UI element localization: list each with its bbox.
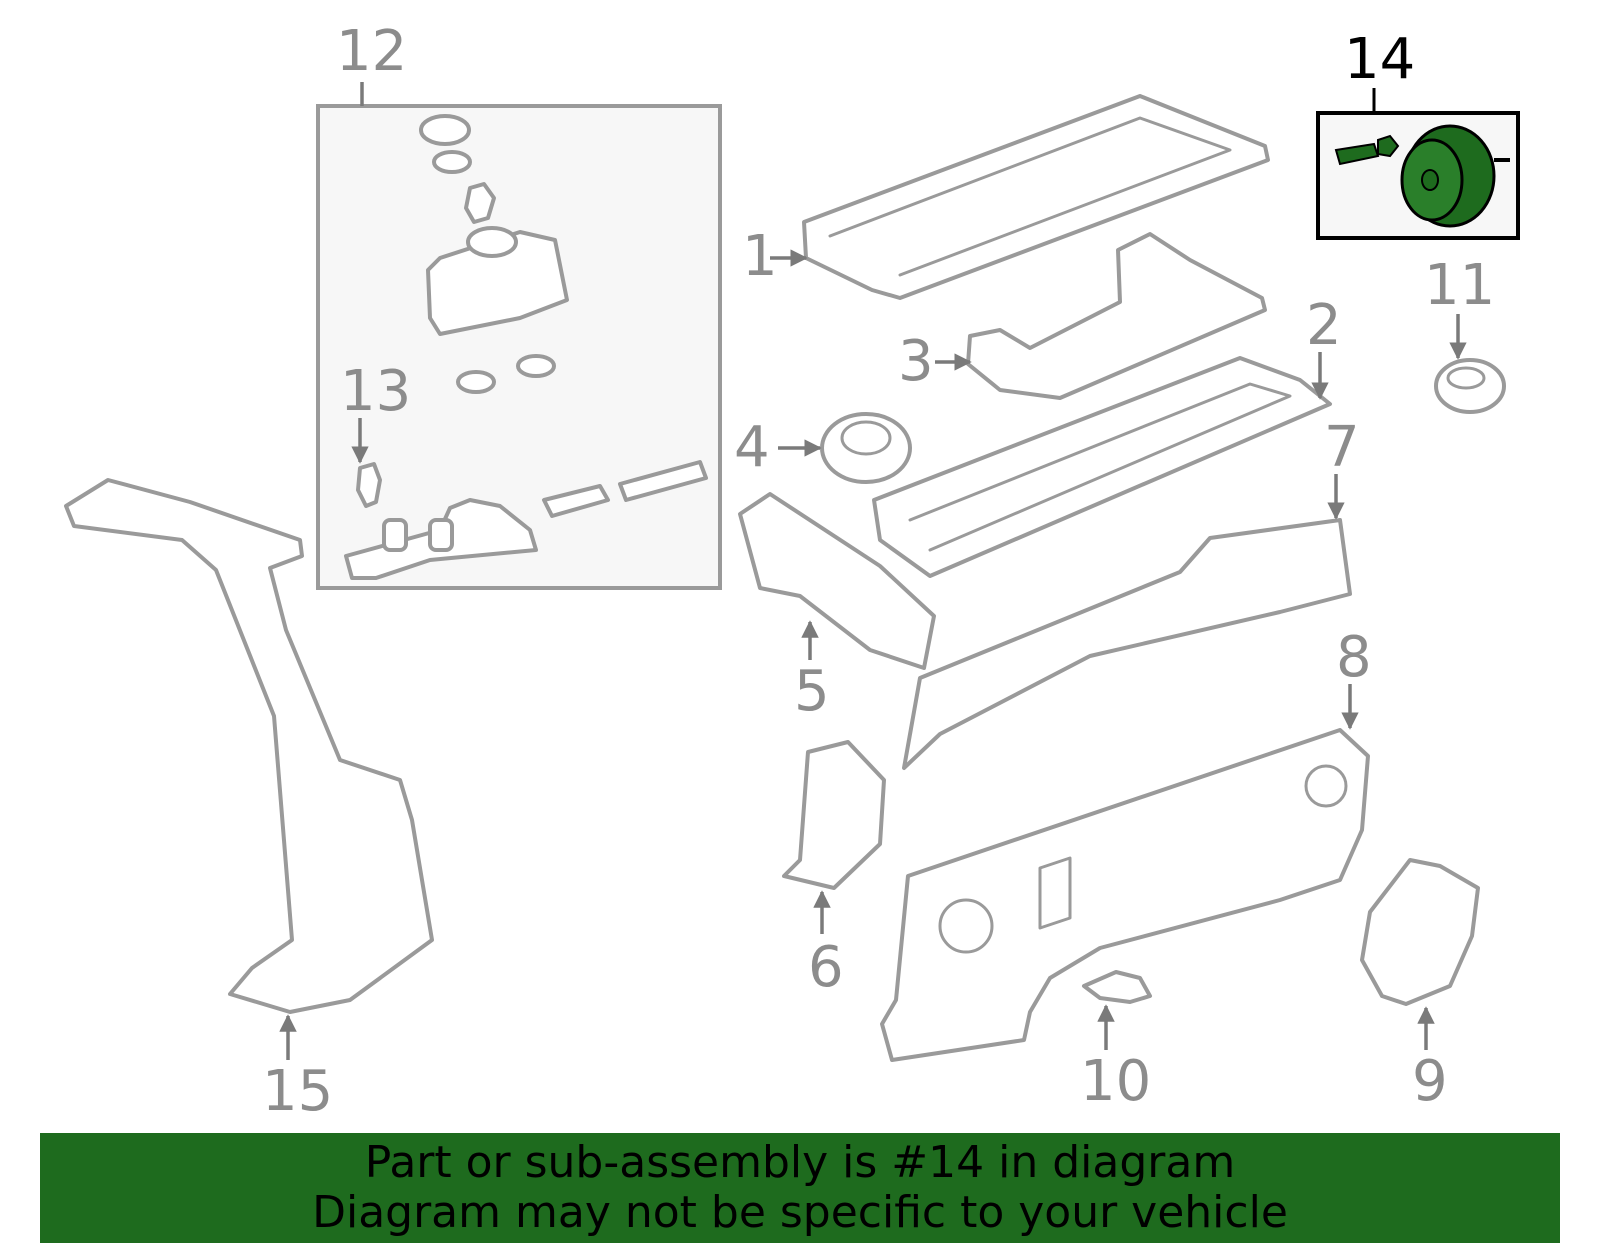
callout-7: 7 xyxy=(1324,415,1360,480)
callout-6: 6 xyxy=(808,935,844,1000)
part-5[interactable] xyxy=(738,492,936,670)
part-11[interactable] xyxy=(1434,358,1506,414)
part-1[interactable] xyxy=(802,94,1270,300)
banner-line-1: Part or sub-assembly is #14 in diagram xyxy=(364,1137,1236,1188)
part-2[interactable] xyxy=(872,356,1332,578)
banner-line-2: Diagram may not be specific to your vehi… xyxy=(312,1187,1288,1238)
part-10[interactable] xyxy=(1082,970,1152,1004)
callout-10: 10 xyxy=(1080,1049,1151,1114)
callout-13: 13 xyxy=(340,359,411,424)
callout-labels: 1 2 3 4 5 6 7 8 9 10 11 12 13 14 15 xyxy=(262,19,1495,1124)
leader-arrows xyxy=(279,249,1467,1060)
part-4[interactable] xyxy=(820,412,912,484)
callout-11: 11 xyxy=(1424,253,1495,318)
callout-15: 15 xyxy=(262,1059,333,1124)
part-6[interactable] xyxy=(782,740,886,890)
part-8[interactable] xyxy=(880,728,1370,1062)
callout-8: 8 xyxy=(1336,625,1372,690)
callout-1: 1 xyxy=(742,224,778,289)
callout-3: 3 xyxy=(898,329,934,394)
part-9[interactable] xyxy=(1360,858,1480,1006)
callout-5: 5 xyxy=(794,659,830,724)
callout-9: 9 xyxy=(1412,1049,1448,1114)
callout-2: 2 xyxy=(1306,293,1342,358)
part-15[interactable] xyxy=(64,478,434,1014)
part-12-group[interactable] xyxy=(316,82,722,590)
callout-4: 4 xyxy=(734,415,770,480)
callout-12: 12 xyxy=(336,19,407,84)
callout-14: 14 xyxy=(1344,27,1415,92)
part-14-group[interactable] xyxy=(1316,88,1520,240)
part-7[interactable] xyxy=(902,518,1352,770)
part-12-frame xyxy=(316,104,722,590)
part-3[interactable] xyxy=(966,232,1267,400)
info-banner: Part or sub-assembly is #14 in diagram D… xyxy=(40,1133,1560,1243)
